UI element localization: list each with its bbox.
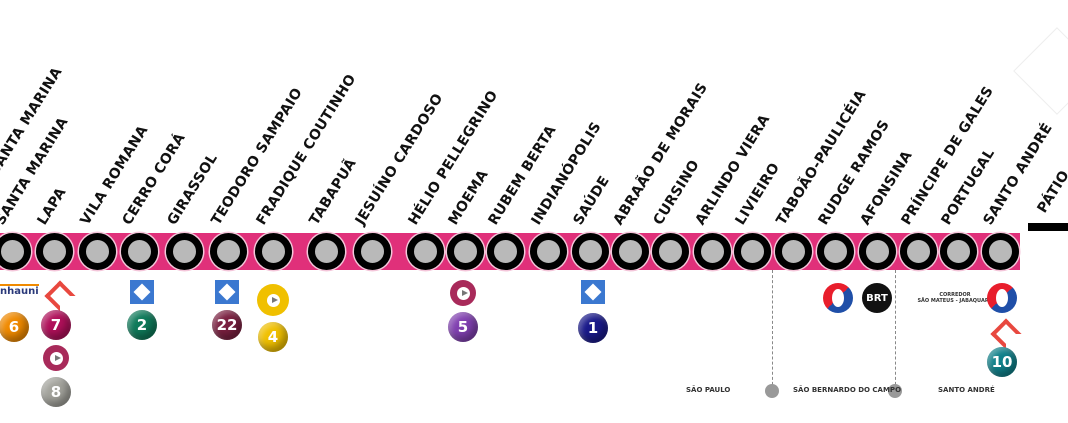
city-label-sao-paulo: SÃO PAULO [686,386,731,394]
station-marker[interactable] [939,233,977,270]
viamobilidade-icon [450,280,476,306]
line-2-badge: 2 [127,310,157,340]
line-6-badge: 6 [0,312,29,342]
station-marker[interactable] [35,233,73,270]
station-marker[interactable] [858,233,896,270]
station-marker[interactable] [486,233,524,270]
metro-icon [581,280,605,304]
city-border [895,270,896,390]
station-marker[interactable] [254,233,292,270]
cptm-icon [990,318,1022,350]
station-label: SAÚDE [570,173,613,228]
emtu-icon [823,283,853,313]
station-marker[interactable] [165,233,203,270]
station-marker[interactable] [120,233,158,270]
station-label: JESUÍNO CARDOSO [352,90,447,229]
city-border [772,270,773,390]
station-marker[interactable] [78,233,116,270]
viamobilidade-icon [43,345,69,371]
station-marker[interactable] [406,233,444,270]
station-marker[interactable] [307,233,345,270]
station-marker[interactable] [0,233,31,270]
station-label: ARLINDO VIERA [692,111,774,228]
station-marker[interactable] [209,233,247,270]
line-4-badge: 4 [258,322,288,352]
viaquatro-icon [257,284,289,316]
station-marker[interactable] [981,233,1019,270]
station-label: TABAPUÃ [306,155,360,228]
depot-label: PÁTIO [1034,167,1068,216]
corredor-line-1: CORREDOR [939,292,971,298]
linha-uni-logo: nhauni [0,284,39,297]
depot-marker [1028,223,1068,231]
station-marker[interactable] [571,233,609,270]
station-marker[interactable] [446,233,484,270]
station-marker[interactable] [651,233,689,270]
line-1-badge: 1 [578,313,608,343]
corredor-line-2: SÃO MATEUS - JABAQUARA [917,298,993,304]
station-marker[interactable] [693,233,731,270]
border-dot [765,384,779,398]
line-7-badge: 7 [41,310,71,340]
station-marker[interactable] [816,233,854,270]
line-22-badge: 22 [212,310,242,340]
line-5-badge: 5 [448,312,478,342]
station-label: LAPA [34,184,70,228]
decorative-shape [1013,27,1068,115]
station-marker[interactable] [611,233,649,270]
line-10-badge: 10 [987,347,1017,377]
brt-badge: BRT [862,283,892,313]
emtu-icon [987,283,1017,313]
station-marker[interactable] [774,233,812,270]
border-dot [888,384,902,398]
station-marker[interactable] [733,233,771,270]
cptm-icon [44,280,76,312]
metro-icon [130,280,154,304]
city-label-santo-andre: SANTO ANDRÉ [938,386,995,394]
metro-icon [215,280,239,304]
station-marker[interactable] [899,233,937,270]
line-8-badge: 8 [41,377,71,407]
station-marker[interactable] [353,233,391,270]
city-label-sao-bernardo: SÃO BERNARDO DO CAMPO [793,386,902,394]
station-marker[interactable] [529,233,567,270]
